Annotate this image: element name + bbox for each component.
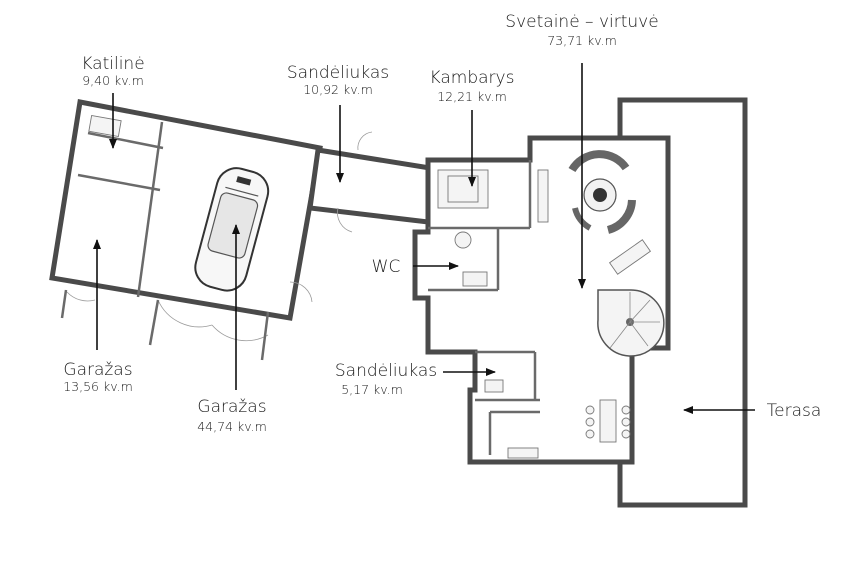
label-kambarys: Kambarys [430, 68, 515, 88]
label-sandeliukas2: Sandėliukas [335, 361, 437, 381]
label-katiline: Katilinė [81, 54, 144, 74]
area-sandeliukas2: 5,17 kv.m [341, 382, 403, 397]
label-wc: WC [372, 257, 401, 277]
spiral-stair [597, 289, 665, 357]
area-sandeliukas1: 10,92 kv.m [303, 82, 373, 97]
label-garazas-small: Garažas [63, 360, 132, 380]
area-kambarys: 12,21 kv.m [437, 89, 507, 104]
area-garazas-small: 13,56 kv.m [63, 379, 133, 394]
main-house [412, 135, 671, 465]
label-terasa: Terasa [767, 401, 822, 421]
lounge-seating [568, 150, 636, 234]
label-svetaine: Svetainė – virtuvė [505, 12, 658, 32]
label-sandeliukas1: Sandėliukas [287, 63, 389, 83]
label-garazas-big: Garažas [197, 397, 266, 417]
corridor-storage [307, 147, 433, 225]
area-katiline: 9,40 kv.m [82, 73, 144, 88]
area-garazas-big: 44,74 kv.m [197, 419, 267, 434]
garage-wing [49, 99, 323, 361]
area-svetaine: 73,71 kv.m [547, 33, 617, 48]
